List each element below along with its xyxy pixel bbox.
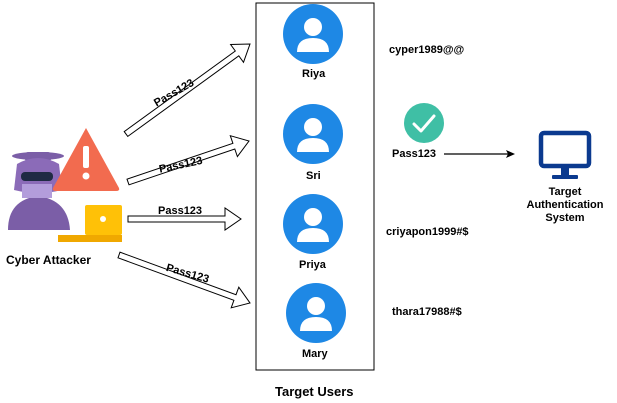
attack-arrow-4 xyxy=(117,251,251,309)
laptop-icon xyxy=(58,205,122,242)
user-name-sri: Sri xyxy=(306,170,321,182)
target-users-label: Target Users xyxy=(275,384,354,399)
password-mary: thara17988#$ xyxy=(392,306,462,318)
attack-arrow-3 xyxy=(127,207,242,231)
attack-arrow-2 xyxy=(126,134,250,186)
auth-arrow xyxy=(444,150,515,158)
arrow-label-3: Pass123 xyxy=(158,205,203,217)
check-icon xyxy=(404,103,444,143)
attack-arrow-1 xyxy=(123,43,251,138)
user-avatar-icon xyxy=(286,283,346,343)
password-priya: criyapon1999#$ xyxy=(386,226,469,238)
password-riya: cyper1989@@ xyxy=(389,44,465,56)
hacker-icon xyxy=(8,152,70,230)
monitor-icon xyxy=(538,130,592,179)
user-name-priya: Priya xyxy=(299,259,326,271)
user-avatar-icon xyxy=(283,4,343,64)
user-name-mary: Mary xyxy=(302,348,328,360)
target-system-label: Target Authentication System xyxy=(526,186,604,224)
user-avatar-icon xyxy=(283,104,343,164)
attacker-label: Cyber Attacker xyxy=(6,253,91,267)
password-sri: Pass123 xyxy=(392,148,437,160)
warning-icon xyxy=(52,128,120,191)
user-avatar-icon xyxy=(283,194,343,254)
user-name-riya: Riya xyxy=(302,68,326,80)
